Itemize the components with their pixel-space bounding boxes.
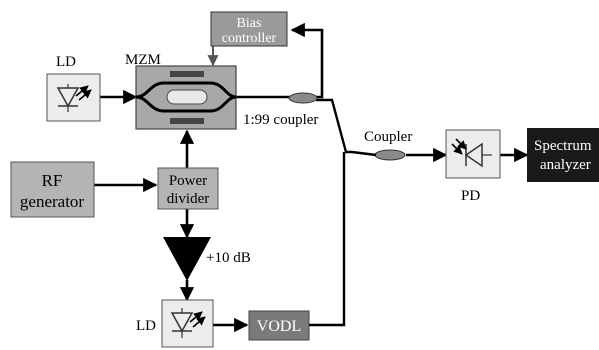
ld-bottom-block xyxy=(161,299,214,348)
power-divider-label-1: Power xyxy=(169,173,207,189)
mzm-block xyxy=(135,65,237,130)
vodl-block: VODL xyxy=(248,310,310,341)
pd-label: PD xyxy=(461,188,480,204)
pd-block xyxy=(445,129,501,179)
wires xyxy=(94,22,529,333)
bias-controller-block: Bias controller xyxy=(210,11,288,47)
vodl-label: VODL xyxy=(257,318,301,335)
power-divider-label-2: divider xyxy=(167,191,210,207)
ld-bottom-label: LD xyxy=(136,318,156,334)
bias-controller-label-1: Bias xyxy=(237,16,262,31)
coupler-ratio-label: 1:99 coupler xyxy=(243,112,318,128)
rf-generator-block: RF generator xyxy=(10,161,95,218)
combiner-label: Coupler xyxy=(364,129,412,145)
wire-vodl-to-combiner xyxy=(309,152,346,327)
spectrum-analyzer-block: Spectrum analyzer xyxy=(527,128,599,182)
bias-controller-label-2: controller xyxy=(222,31,277,46)
power-divider-block: Power divider xyxy=(157,167,219,210)
wire-coupler-to-bias xyxy=(290,22,324,99)
rf-generator-label-2: generator xyxy=(20,192,85,211)
rf-generator-label-1: RF xyxy=(42,171,63,190)
mzm-label: MZM xyxy=(125,52,161,68)
spectrum-analyzer-label-1: Spectrum xyxy=(534,138,592,154)
amplifier-triangle xyxy=(163,237,211,281)
wire-coupler-to-combiner xyxy=(316,98,352,154)
coupler-99-icon xyxy=(288,92,318,104)
ld-top-block xyxy=(46,73,101,122)
ld-top-label: LD xyxy=(56,54,76,70)
combiner-icon xyxy=(374,149,406,161)
spectrum-analyzer-label-2: analyzer xyxy=(540,157,591,173)
amplifier-gain-label: +10 dB xyxy=(206,250,251,266)
